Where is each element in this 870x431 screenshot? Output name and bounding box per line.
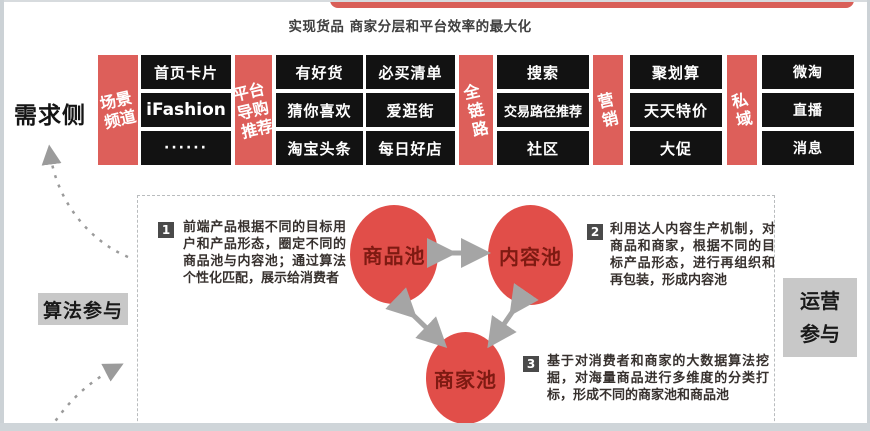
product-block: 淘宝头条 [276,131,363,165]
product-block: 交易路径推荐 [497,93,589,127]
product-block: 首页卡片 [141,55,231,89]
block-column-private: 微淘 直播 消息 [762,55,854,169]
product-block: 有好货 [276,55,363,89]
step-2-badge: 2 [587,224,603,240]
step-1-badge: 1 [158,222,174,238]
frame-edge-bottom [0,423,870,431]
dashed-arrow-to-algorithm [48,363,124,430]
top-red-banner [330,0,854,8]
step-2-text: 利用达人内容生产机制，对商品和商家，根据不同的目标产品形态，进行再组织和再包装，… [610,222,775,288]
product-block: 猜你喜欢 [276,93,363,127]
step-3-text: 基于对消费者和商家的大数据算法挖掘，对海量商品进行多维度的分类打标，形成不同的商… [547,354,769,403]
product-block: 必买清单 [366,55,455,89]
dashed-arrow-to-demand-side [41,144,129,259]
product-block: 消息 [762,131,854,165]
category-bar-label: 场景 频道 [98,87,138,133]
product-block-more: ······ [141,131,231,165]
category-bar-label: 私 域 [729,89,755,131]
frame-edge-left [0,0,4,431]
algorithm-participation-box: 算法参与 [38,293,128,325]
pool-diagram-container [137,195,775,431]
product-block: 每日好店 [366,131,455,165]
merchant-pool-circle: 商家池 [426,332,505,424]
product-block: 社区 [497,131,589,165]
category-bar-label: 平台 导购 推荐 [231,78,276,142]
product-block: 大促 [630,131,722,165]
step-1-text: 前端产品根据不同的目标用户和产品形态，圈定不同的商品池与内容池；通过算法个性化匹… [183,220,346,286]
category-bar-marketing: 营 销 [593,55,623,165]
operation-participation-box: 运营 参与 [783,278,857,357]
block-column-guide-1: 有好货 猜你喜欢 淘宝头条 [276,55,363,169]
product-block: 爱逛街 [366,93,455,127]
category-bar-full-link: 全 链 路 [459,55,493,165]
category-bar-label: 营 销 [595,89,621,131]
product-block: 微淘 [762,55,854,89]
frame-edge-top [0,0,870,2]
frame-edge-right [867,0,870,431]
step-3-badge: 3 [523,356,539,372]
slide-title: 实现货品 商家分层和平台效率的最大化 [288,19,532,35]
category-bar-label: 全 链 路 [461,80,491,140]
block-column-full-link: 搜索 交易路径推荐 社区 [497,55,589,169]
category-bar-scene-channel: 场景 频道 [98,55,138,165]
product-block: 聚划算 [630,55,722,89]
product-block: 搜索 [497,55,589,89]
product-pool-circle: 商品池 [350,205,438,304]
block-column-guide-2: 必买清单 爱逛街 每日好店 [366,55,455,169]
product-block: 天天特价 [630,93,722,127]
block-column-marketing: 聚划算 天天特价 大促 [630,55,722,169]
product-block: iFashion [141,93,231,127]
category-bar-platform-guide: 平台 导购 推荐 [231,55,276,165]
content-pool-circle: 内容池 [488,205,573,305]
block-column-scene: 首页卡片 iFashion ······ [141,55,231,169]
demand-side-label: 需求侧 [14,103,86,129]
category-bar-private-domain: 私 域 [727,55,757,165]
product-block: 直播 [762,93,854,127]
